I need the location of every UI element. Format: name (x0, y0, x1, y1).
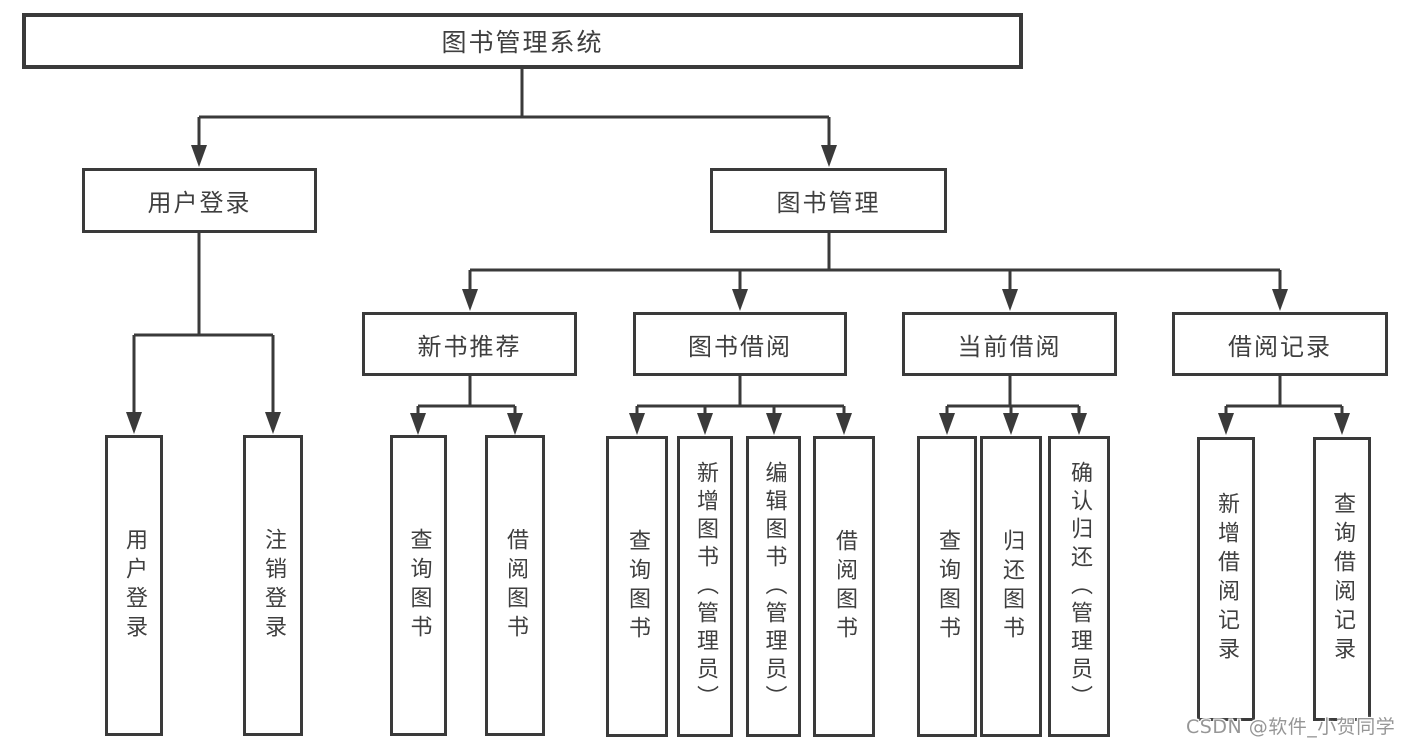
leaf-label: 查询图书 (935, 528, 960, 645)
arrow-down-icon (410, 413, 426, 435)
leaf-query-books-1: 查询图书 (390, 435, 447, 736)
arrow-down-icon (1003, 413, 1019, 435)
leaf-user-login: 用户登录 (105, 435, 163, 736)
leaf-label: 新增图书（管理员） (693, 460, 718, 713)
leaf-label: 借阅图书 (832, 528, 857, 645)
leaf-label: 编辑图书（管理员） (761, 460, 787, 713)
connector-line (635, 376, 846, 420)
node-current-borrow-label: 当前借阅 (957, 332, 1062, 361)
leaf-label: 注销登录 (261, 527, 286, 644)
node-new-book-recommend-label: 新书推荐 (417, 332, 522, 361)
arrow-down-icon (265, 412, 281, 434)
node-root-label: 图书管理系统 (441, 28, 604, 57)
node-book-borrow-label: 图书借阅 (688, 332, 792, 361)
csdn-watermark: CSDN @软件_小贺同学 (1186, 716, 1396, 738)
arrow-down-icon (821, 145, 837, 167)
leaf-label: 借阅图书 (503, 527, 528, 644)
node-user-login: 用户登录 (82, 168, 317, 233)
arrow-down-icon (1002, 289, 1018, 311)
leaf-borrow-books-1: 借阅图书 (485, 435, 545, 736)
arrow-down-icon (507, 413, 523, 435)
leaf-add-borrow-record: 新增借阅记录 (1197, 437, 1255, 721)
leaf-label: 用户登录 (122, 527, 147, 644)
arrow-down-icon (126, 412, 142, 434)
leaf-return-book: 归还图书 (980, 436, 1042, 737)
arrow-down-icon (939, 413, 955, 435)
leaf-query-books-3: 查询图书 (917, 436, 977, 737)
connector-line (1224, 376, 1344, 420)
arrow-down-icon (1218, 413, 1234, 435)
arrow-down-icon (1071, 413, 1087, 435)
node-borrow-records: 借阅记录 (1172, 312, 1388, 376)
node-book-management: 图书管理 (710, 168, 947, 233)
leaf-confirm-return-admin: 确认归还（管理员） (1048, 436, 1110, 737)
node-current-borrow: 当前借阅 (902, 312, 1117, 376)
leaf-borrow-books-2: 借阅图书 (813, 436, 875, 737)
arrow-down-icon (462, 289, 478, 311)
leaf-query-borrow-record: 查询借阅记录 (1313, 437, 1371, 721)
leaf-label: 查询图书 (625, 528, 650, 645)
arrow-down-icon (766, 413, 782, 435)
connector-line (132, 233, 275, 418)
leaf-label: 查询借阅记录 (1330, 492, 1355, 666)
node-user-login-label: 用户登录 (147, 189, 252, 217)
node-book-management-label: 图书管理 (776, 189, 881, 217)
node-new-book-recommend: 新书推荐 (362, 312, 577, 376)
arrow-down-icon (1334, 413, 1350, 435)
leaf-label: 新增借阅记录 (1214, 492, 1239, 666)
arrow-down-icon (1272, 289, 1288, 311)
arrow-down-icon (732, 289, 748, 311)
arrow-down-icon (629, 413, 645, 435)
connector-line (468, 233, 1282, 295)
leaf-label: 确认归还（管理员） (1067, 460, 1092, 713)
leaf-label: 归还图书 (999, 528, 1024, 645)
arrow-down-icon (697, 413, 713, 435)
leaf-query-books-2: 查询图书 (606, 436, 668, 737)
connector-line (197, 69, 831, 150)
leaf-add-book-admin: 新增图书（管理员） (677, 436, 733, 737)
arrow-down-icon (836, 413, 852, 435)
arrow-down-icon (191, 145, 207, 167)
node-book-borrow: 图书借阅 (633, 312, 847, 376)
node-borrow-records-label: 借阅记录 (1228, 332, 1332, 361)
leaf-logout: 注销登录 (243, 435, 303, 736)
connector-line (416, 376, 517, 420)
leaf-edit-book-admin: 编辑图书（管理员） (746, 436, 801, 737)
leaf-label: 查询图书 (406, 527, 432, 644)
node-root: 图书管理系统 (22, 13, 1023, 69)
